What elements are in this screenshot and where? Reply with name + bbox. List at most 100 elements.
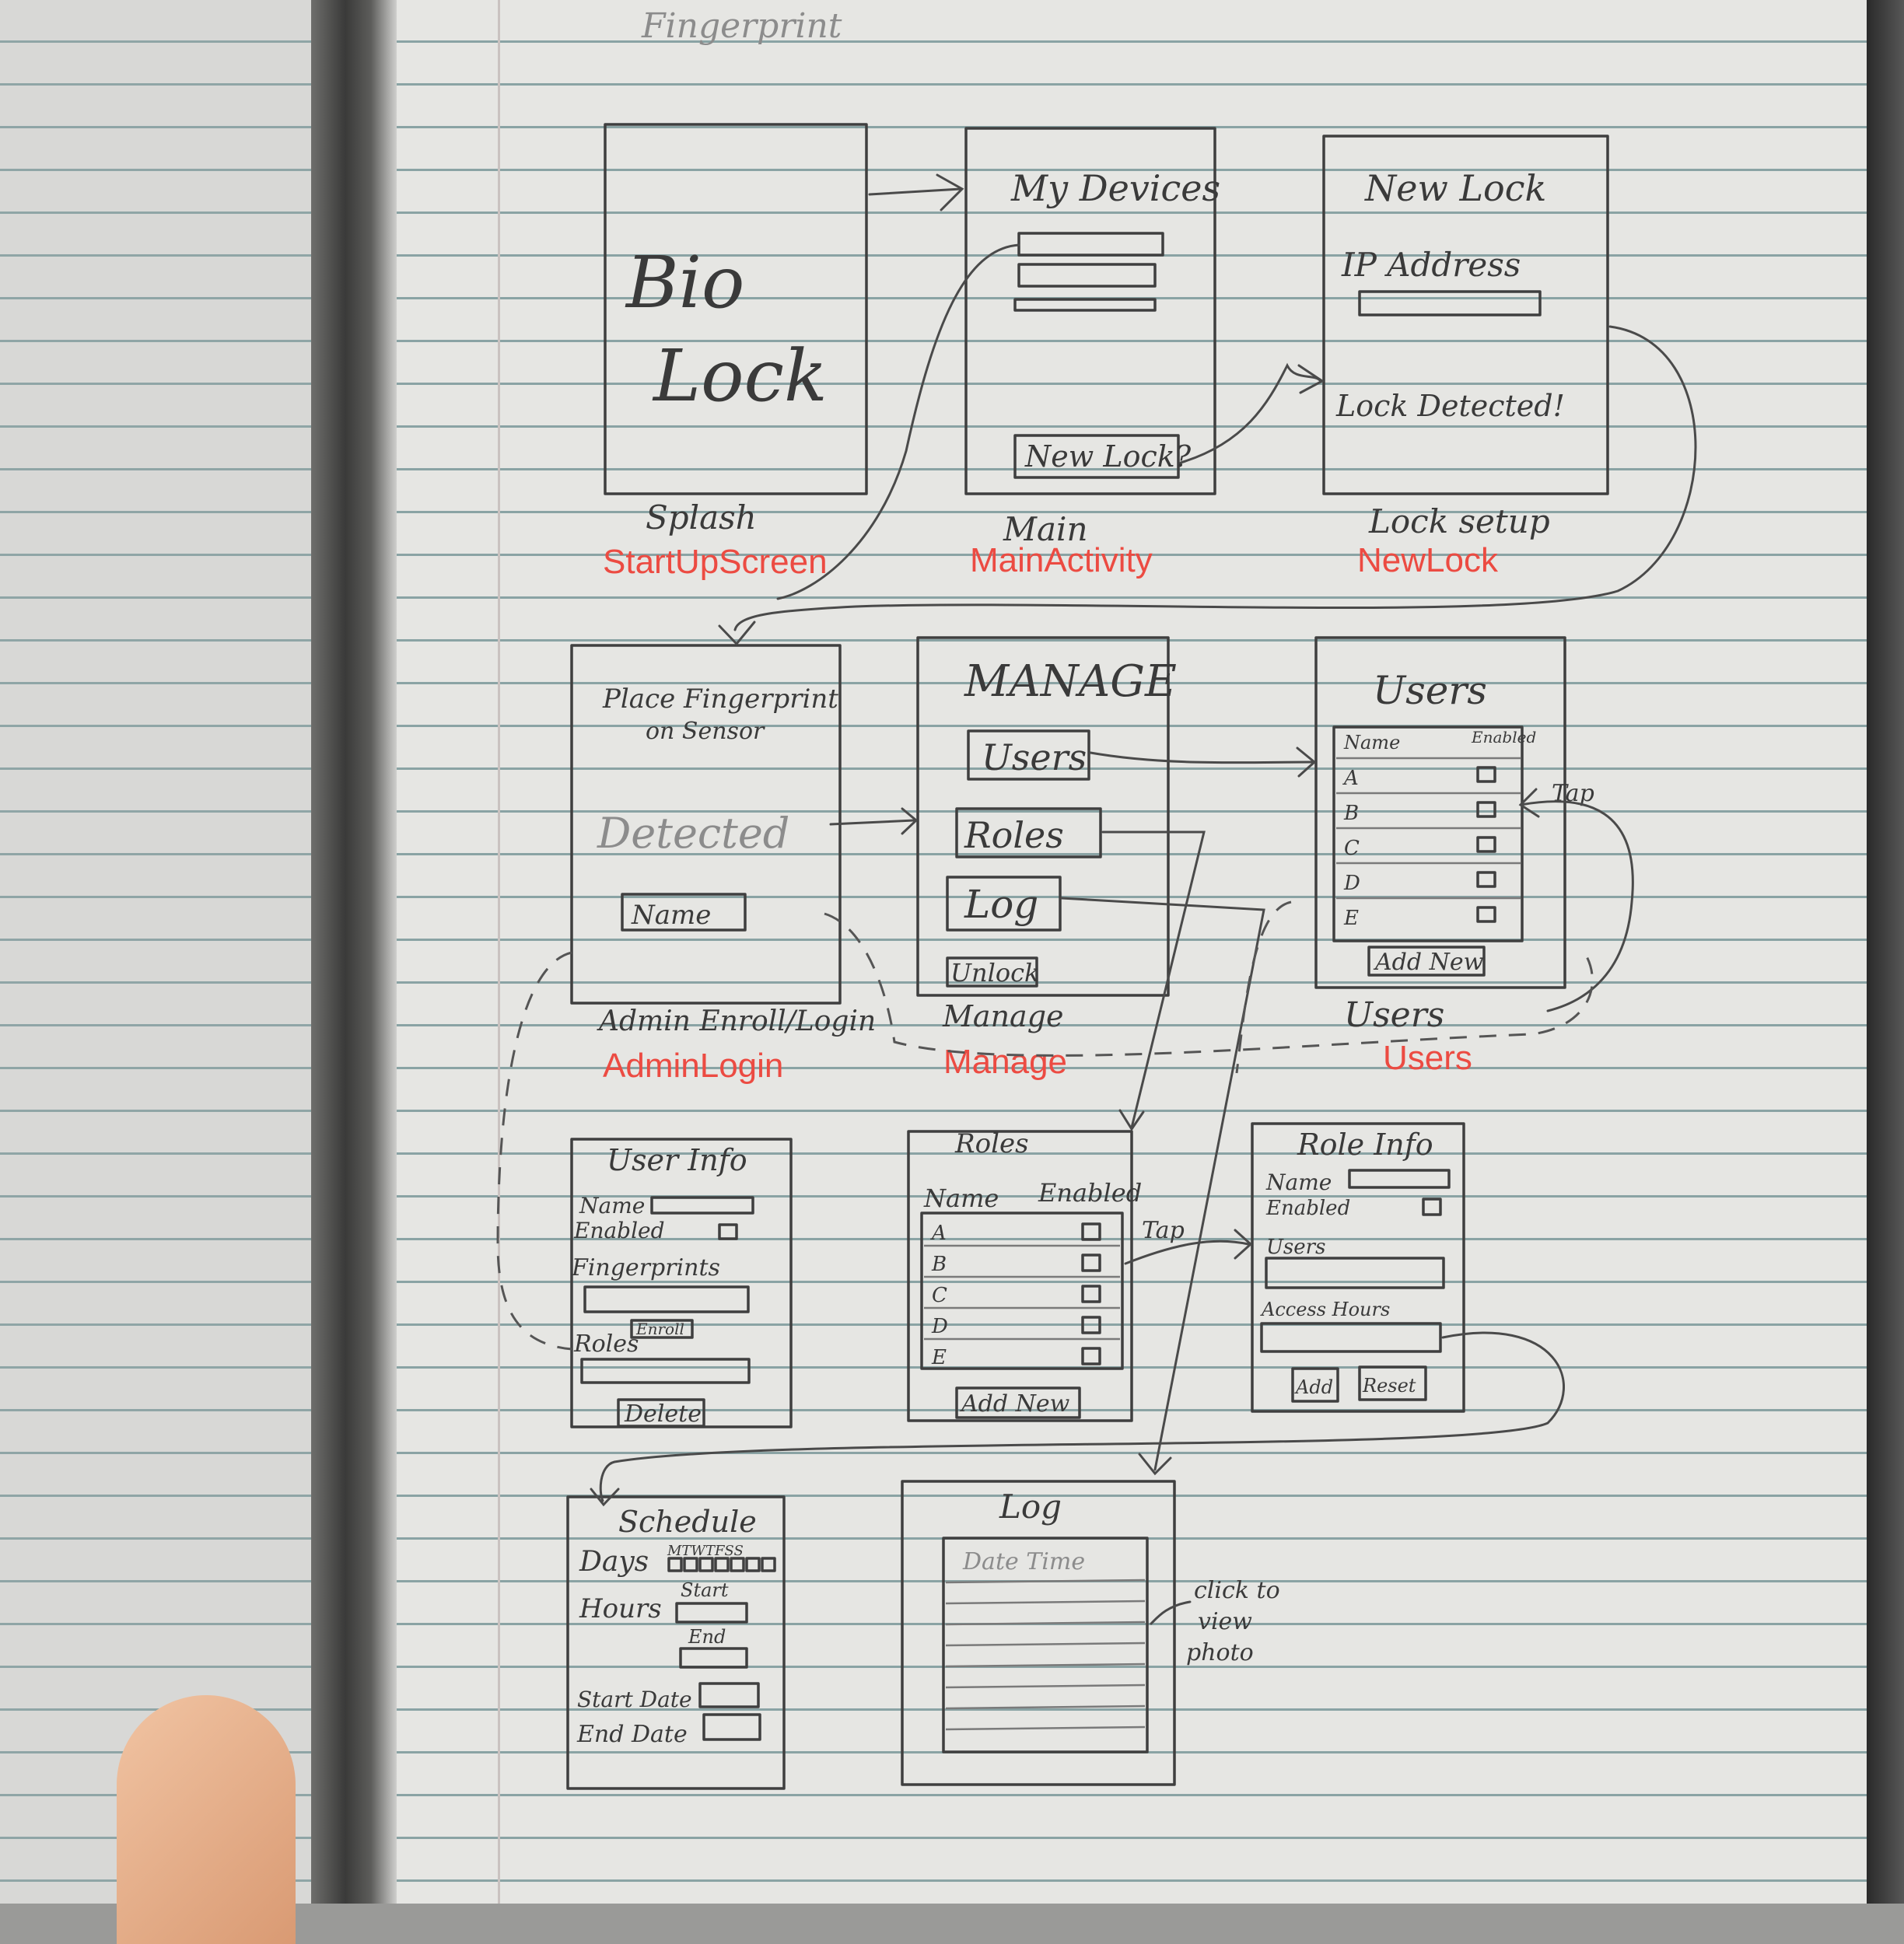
users-col-enabled: Enabled [1471,728,1536,746]
roles-row-enabled-checkbox[interactable] [1081,1316,1101,1334]
log-row[interactable] [945,1621,1146,1626]
role-info-screen: Role Info Name Enabled Users Access Hour… [1251,1122,1465,1413]
role-info-enabled-label: Enabled [1265,1197,1350,1220]
log-row[interactable] [945,1725,1146,1731]
roles-row-enabled-checkbox[interactable] [1081,1285,1101,1303]
users-row-enabled-checkbox[interactable] [1476,836,1496,853]
roles-row-label[interactable]: C [932,1284,947,1307]
roles-row-label[interactable]: A [930,1222,947,1245]
new-lock-button[interactable] [1013,434,1180,479]
user-info-delete-button[interactable] [617,1398,705,1428]
device-list-item[interactable] [1013,298,1157,312]
dashed-log-to-users [1235,900,1292,1074]
user-info-roles-list[interactable] [580,1358,751,1384]
role-info-reset-label: Reset [1362,1375,1416,1397]
schedule-end-label: End [688,1626,726,1648]
schedule-end-date-input[interactable] [702,1713,761,1741]
users-row-label[interactable]: A [1342,767,1359,790]
notebook-right-page [366,0,1867,1904]
manage-caption: Manage [942,999,1064,1033]
users-add-new-button[interactable] [1367,946,1486,977]
ip-address-label: IP Address [1341,246,1521,284]
roles-row-label[interactable]: B [931,1253,947,1276]
roles-row-label[interactable]: E [931,1346,947,1369]
users-row-label[interactable]: E [1343,907,1359,930]
wireframe-sketch: Fingerprint Bio Lock Splash StartUpScree… [496,6,1697,1790]
page-title: Fingerprint [641,6,842,46]
admin-name-field[interactable] [621,893,747,932]
device-list-item[interactable] [1017,263,1157,288]
manage-unlock-label: Unlock [950,958,1039,988]
roles-row-enabled-checkbox[interactable] [1081,1222,1101,1241]
log-row[interactable] [945,1600,1146,1605]
admin-prompt-line1: Place Fingerprint [602,684,838,715]
schedule-start-input[interactable] [675,1602,748,1624]
users-col-name: Name [1343,732,1400,753]
arrowhead-lock-to-admin [718,621,756,646]
arrow-admin-to-manage [829,819,915,826]
user-info-enabled-label: Enabled [573,1218,665,1243]
arrow-manage-to-log [1060,897,1265,1471]
log-screen: Log Date Time click to view photo [901,1480,1280,1786]
lock-setup-caption: Lock setup [1368,502,1550,540]
log-row[interactable] [945,1642,1146,1647]
users-row-enabled-checkbox[interactable] [1476,766,1496,783]
role-info-name-input[interactable] [1348,1169,1451,1189]
role-info-enabled-checkbox[interactable] [1422,1198,1442,1216]
schedule-day-checkbox[interactable] [745,1557,761,1572]
role-info-add-button[interactable] [1291,1367,1339,1403]
roles-row-label[interactable]: D [931,1315,948,1338]
users-row-label[interactable]: D [1343,872,1360,895]
manage-unlock-button[interactable] [946,956,1038,988]
log-row[interactable] [945,1663,1146,1668]
log-row[interactable] [945,1684,1146,1689]
roles-col-name: Name [923,1184,999,1213]
roles-col-enabled: Enabled [1038,1178,1142,1208]
notebook-spine [311,0,397,1904]
role-info-access-list[interactable] [1260,1322,1442,1353]
role-info-reset-button[interactable] [1358,1365,1427,1401]
log-row[interactable] [945,1579,1146,1584]
schedule-end-input[interactable] [679,1647,748,1669]
arrow-manage-to-users [1089,751,1314,764]
arrow-roles-to-role-info [1124,1239,1250,1265]
schedule-day-checkbox[interactable] [698,1557,714,1572]
users-row-label[interactable]: B [1343,802,1359,825]
role-info-add-label: Add [1294,1376,1333,1398]
roles-row-enabled-checkbox[interactable] [1081,1347,1101,1365]
schedule-day-checkbox[interactable] [761,1557,776,1572]
log-row[interactable] [945,1704,1146,1710]
users-row-enabled-checkbox[interactable] [1476,801,1496,818]
schedule-day-checkbox[interactable] [683,1557,698,1572]
users-row-enabled-checkbox[interactable] [1476,906,1496,923]
lock-setup-screen: New Lock IP Address Lock Detected! Lock … [1322,135,1609,579]
schedule-start-date-input[interactable] [698,1682,760,1708]
ip-address-input[interactable] [1358,290,1542,316]
manage-roles-button[interactable] [955,807,1102,858]
manage-roles-label: Roles [964,814,1064,856]
schedule-end-date-label: End Date [576,1721,688,1748]
user-info-enroll-button[interactable] [630,1319,694,1339]
role-info-users-list[interactable] [1265,1257,1445,1289]
log-list[interactable] [942,1537,1149,1753]
manage-users-button[interactable] [967,729,1090,781]
roles-row-enabled-checkbox[interactable] [1081,1253,1101,1272]
thumb [117,1695,296,1944]
schedule-title: Schedule [618,1505,757,1539]
user-info-name-input[interactable] [650,1196,754,1215]
roles-tap-note: Tap [1142,1217,1185,1244]
roles-table [920,1212,1124,1370]
schedule-day-checkbox[interactable] [714,1557,730,1572]
roles-add-new-button[interactable] [955,1386,1081,1419]
manage-log-button[interactable] [946,876,1062,932]
user-info-fingerprints-list[interactable] [583,1285,750,1313]
users-row-label[interactable]: C [1344,837,1360,860]
device-list-item[interactable] [1017,232,1164,257]
arrowhead-users-tap [1518,788,1540,818]
schedule-day-checkbox[interactable] [667,1557,683,1572]
manage-title: MANAGE [964,656,1177,707]
user-info-enabled-checkbox[interactable] [718,1223,738,1240]
users-add-new-label: Add New [1373,949,1484,976]
users-row-enabled-checkbox[interactable] [1476,871,1496,888]
schedule-day-checkbox[interactable] [730,1557,745,1572]
